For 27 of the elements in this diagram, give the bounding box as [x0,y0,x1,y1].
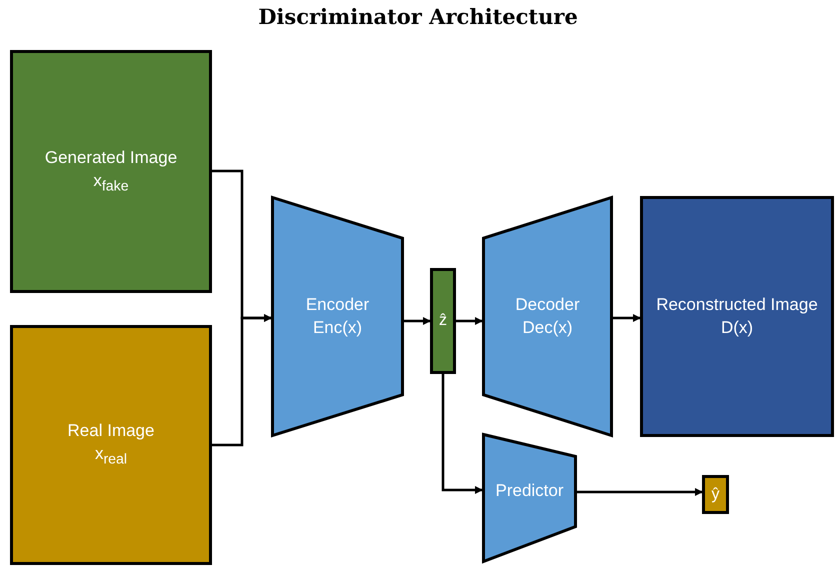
block [10,325,212,565]
node-label: Enc(x) [312,316,362,338]
trapezoid-block [482,433,577,563]
node-label: x$_{real}$ [94,443,128,470]
node-label: D(x) [720,316,754,338]
node-label: Generated Image [44,146,178,169]
arrow [613,314,641,322]
node-label: x$_{fake}$ [93,170,129,196]
block [10,50,212,293]
node-label: Reconstructed Image [656,294,818,316]
block [640,196,834,437]
node-label: Encoder [306,294,370,316]
arrow [577,488,703,496]
node-label: Predictor [495,480,564,502]
node-label: Decoder [515,294,580,316]
node-label: Dec(x) [522,316,573,338]
diagram-title: Discriminator Architecture [258,4,578,29]
block [430,268,456,374]
node-label: ŷ [712,484,720,505]
block [702,475,729,514]
trapezoid-block [271,196,404,437]
arrow [456,317,483,325]
node-label: ẑ [439,311,447,332]
arrow [404,317,431,325]
arrow [212,314,272,446]
arrow [442,374,483,494]
node-label: Real Image [68,420,154,442]
